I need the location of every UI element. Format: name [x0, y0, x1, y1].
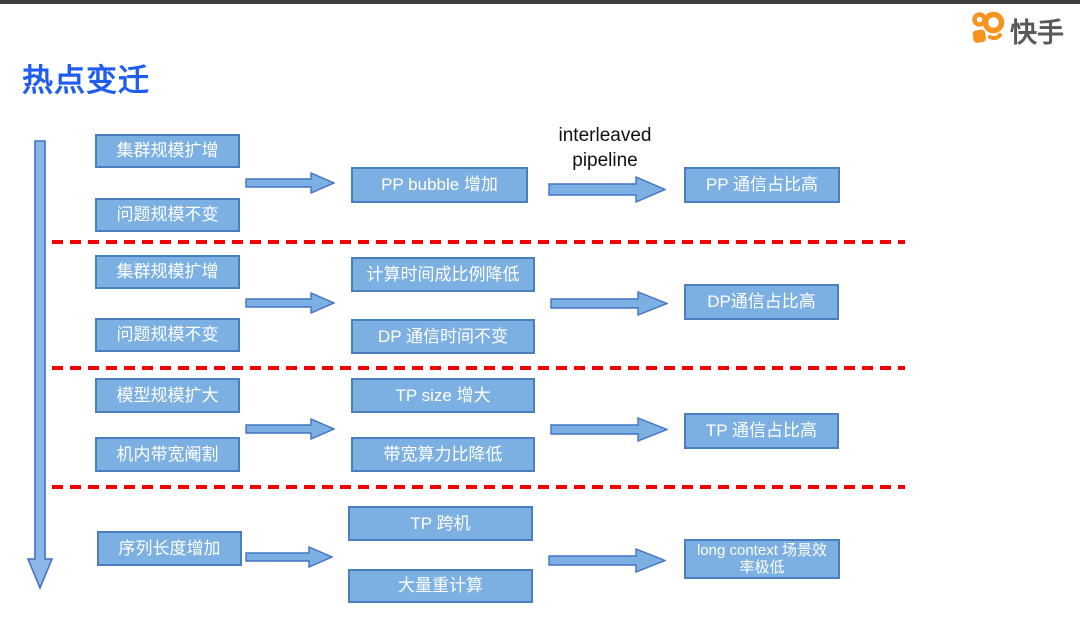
timeline-down-arrow-icon	[26, 140, 54, 595]
middle-box: 大量重计算	[348, 569, 533, 603]
page-title: 热点变迁	[22, 63, 150, 98]
middle-box: TP size 增大	[351, 378, 535, 413]
red-dashed-divider	[52, 485, 905, 489]
cause-box: 机内带宽阉割	[95, 437, 240, 472]
red-dashed-divider	[52, 240, 905, 244]
brand-name: 快手	[1010, 18, 1064, 48]
right-arrow-icon	[548, 175, 667, 208]
brand-logo: 快手	[970, 10, 1064, 51]
cause-box: 问题规模不变	[95, 198, 240, 232]
right-arrow-icon	[245, 545, 334, 573]
cause-box: 序列长度增加	[97, 531, 242, 566]
right-arrow-icon	[550, 290, 669, 321]
right-arrow-icon	[548, 547, 667, 578]
kuaishou-camera-icon	[970, 10, 1006, 51]
red-dashed-divider	[52, 366, 905, 370]
cause-box: 集群规模扩增	[95, 134, 240, 168]
result-box: long context 场景效率极低	[684, 539, 840, 579]
middle-box: 带宽算力比降低	[351, 437, 535, 472]
right-arrow-icon	[245, 417, 336, 445]
right-arrow-icon	[245, 291, 336, 319]
cause-box: 集群规模扩增	[95, 255, 240, 289]
middle-box: DP 通信时间不变	[351, 319, 535, 354]
middle-box: 计算时间成比例降低	[351, 257, 535, 292]
middle-box: PP bubble 增加	[351, 167, 528, 203]
right-arrow-icon	[245, 171, 336, 199]
result-box: TP 通信占比高	[684, 413, 839, 449]
right-arrow-icon	[550, 416, 669, 447]
top-border-bar	[0, 0, 1080, 4]
cause-box: 模型规模扩大	[95, 378, 240, 413]
interleaved-pipeline-label: interleaved pipeline	[558, 125, 652, 171]
result-box: DP通信占比高	[684, 284, 839, 320]
cause-box: 问题规模不变	[95, 318, 240, 352]
middle-box: TP 跨机	[348, 506, 533, 541]
result-box: PP 通信占比高	[684, 167, 840, 203]
